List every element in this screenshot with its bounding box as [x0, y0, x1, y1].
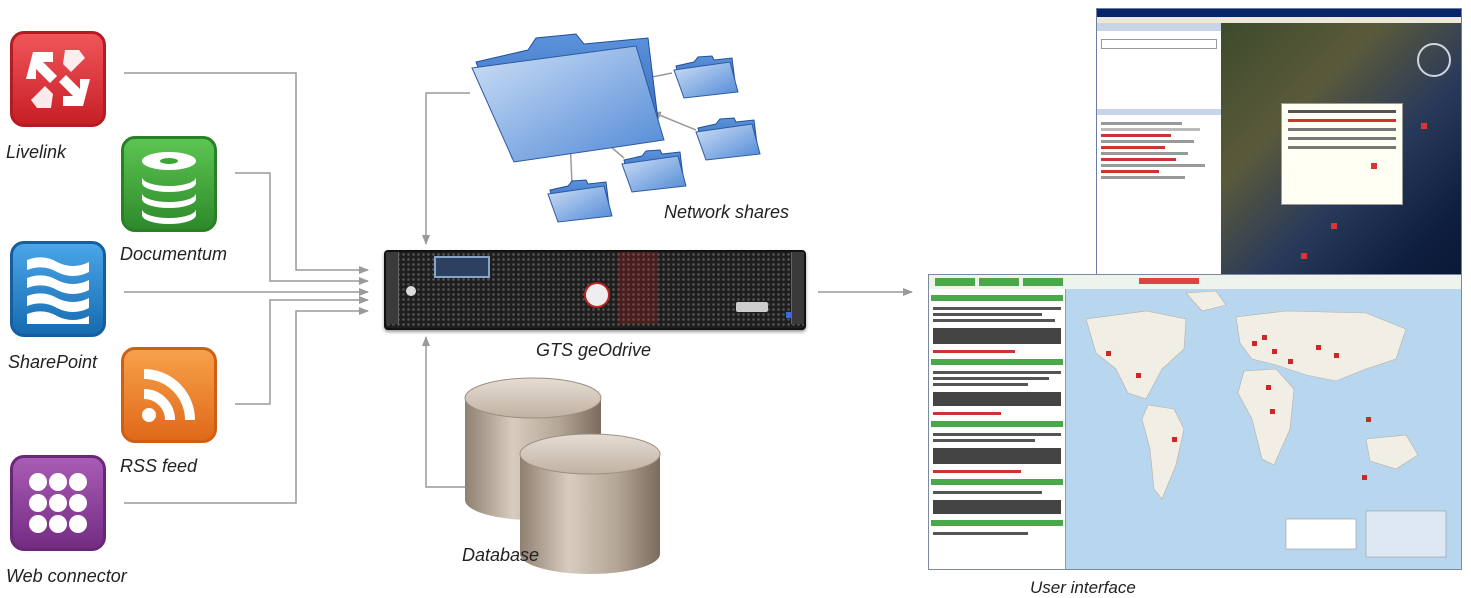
network-shares-connector [422, 92, 470, 245]
earth-compass-icon [1417, 43, 1451, 77]
documentum-connector [235, 172, 369, 285]
livelink-icon [10, 31, 106, 127]
ui-screenshot-earth [1096, 8, 1462, 310]
server-logo [584, 282, 610, 308]
app-header [929, 275, 1461, 290]
earth-titlebar [1097, 9, 1461, 17]
map-marker-icon [1331, 223, 1337, 229]
livelink-connector [124, 72, 369, 274]
map-marker-icon [1301, 253, 1307, 259]
server-label: GTS geOdrive [536, 340, 652, 360]
map-marker-icon [1421, 123, 1427, 129]
database-label: Database [462, 545, 540, 565]
earth-sidebar [1097, 23, 1222, 309]
server-drive-bay [434, 256, 490, 278]
rss-icon [121, 347, 217, 443]
small-folder-icon [695, 117, 761, 161]
ui-screenshot-worldmap [928, 274, 1462, 570]
world-map-view [1066, 289, 1461, 569]
web-connector-connector [124, 307, 369, 504]
network-shares-label: Network shares [664, 202, 790, 222]
web-connector-label: Web connector [6, 566, 127, 586]
livelink-label: Livelink [6, 142, 67, 162]
main-folder-icon [471, 33, 665, 163]
sharepoint-icon [10, 241, 106, 337]
documentum-icon [121, 136, 217, 232]
database-connector [422, 336, 470, 488]
user-interface-label: User interface [1030, 578, 1136, 597]
small-folder-icon [547, 179, 613, 223]
rss-label: RSS feed [120, 456, 198, 476]
map-marker-icon [1371, 163, 1377, 169]
web-connector-icon [10, 455, 106, 551]
rss-connector [235, 296, 369, 405]
sharepoint-label: SharePoint [8, 352, 98, 372]
server-power-button [406, 286, 416, 296]
documentum-label: Documentum [120, 244, 228, 264]
results-panel [929, 289, 1066, 569]
small-folder-icon [673, 55, 739, 99]
server-icon [384, 250, 806, 330]
small-folder-icon [621, 149, 687, 193]
earth-map-view [1221, 23, 1461, 309]
database-cylinder-front [519, 433, 661, 574]
